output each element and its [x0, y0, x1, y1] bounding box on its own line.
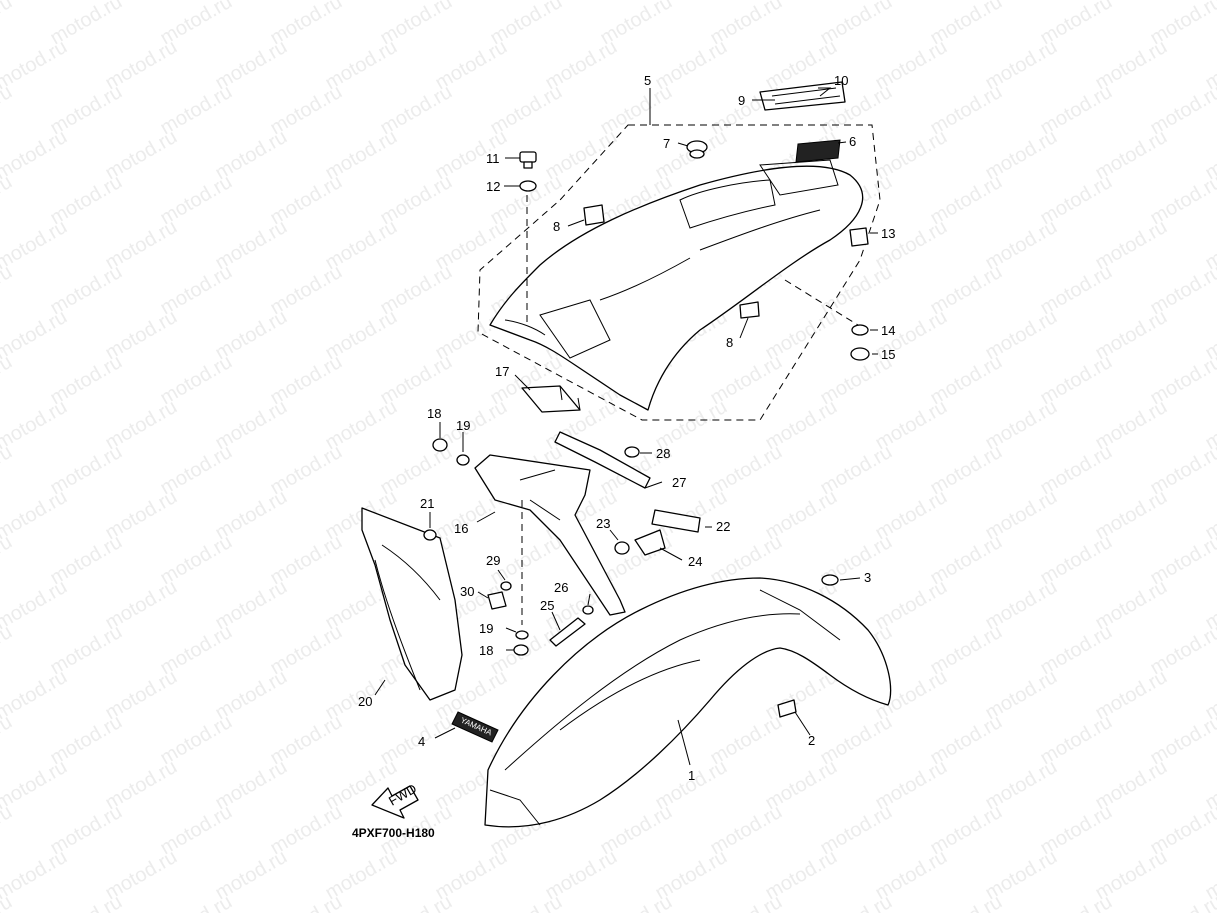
bolt-28: [624, 446, 640, 458]
watermark-text: motod.ru: [0, 396, 71, 455]
watermark-text: motod.ru: [0, 171, 16, 230]
watermark-text: motod.ru: [0, 126, 71, 185]
decal-8-right: [739, 301, 760, 319]
callout-3: 3: [864, 570, 871, 585]
bolt-21: [423, 529, 437, 541]
callout-23: 23: [596, 516, 610, 531]
callout-18-top: 18: [427, 406, 441, 421]
yamaha-decal-4: YAMAHA: [451, 711, 499, 743]
bolt-2: [777, 699, 797, 718]
watermark-text: motod.ru: [0, 0, 16, 49]
callout-4: 4: [418, 734, 425, 749]
callout-24: 24: [688, 554, 702, 569]
nut-3: [821, 574, 839, 586]
callout-8-left: 8: [553, 219, 560, 234]
watermark-text: motod.ru: [0, 486, 71, 545]
callout-27: 27: [672, 475, 686, 490]
callout-5: 5: [644, 73, 651, 88]
watermark-text: motod.ru: [0, 576, 71, 635]
callout-16: 16: [454, 521, 468, 536]
callout-17: 17: [495, 364, 509, 379]
callout-18-bottom: 18: [479, 643, 493, 658]
watermark-text: motod.ru: [817, 891, 896, 913]
watermark-text: motod.ru: [0, 621, 16, 680]
mud-flap-20: [361, 507, 463, 701]
bolt-18-top: [432, 438, 448, 452]
washer-19-top: [456, 454, 470, 466]
watermark-text: motod.ru: [157, 891, 236, 913]
watermark-text: motod.ru: [0, 81, 16, 140]
reflector-22: [651, 509, 701, 533]
decal-8-left: [583, 204, 605, 226]
nut-23: [614, 541, 630, 555]
watermark-text: motod.ru: [0, 36, 71, 95]
assembly-5-outline: [477, 124, 881, 421]
emblem-6: [795, 139, 841, 163]
watermark-text: motod.ru: [377, 891, 456, 913]
callout-20: 20: [358, 694, 372, 709]
watermark-text: motod.ru: [0, 441, 16, 500]
watermark-text: motod.ru: [487, 891, 566, 913]
callout-15: 15: [881, 347, 895, 362]
callout-7: 7: [663, 136, 670, 151]
leader-lines: [374, 87, 878, 766]
washer-19-bottom: [515, 630, 529, 640]
callout-14: 14: [881, 323, 895, 338]
washer-26: [582, 605, 594, 615]
bolt-18-bottom: [513, 644, 529, 656]
watermark-text: motod.ru: [0, 666, 71, 725]
callout-29: 29: [486, 553, 500, 568]
watermark-text: motod.ru: [0, 801, 16, 860]
callout-numbers: 1 2 3 4 5 6 7 8 8 9 10 11 12 13 14 15 16…: [358, 73, 895, 783]
watermark-text: motod.ru: [1037, 891, 1116, 913]
callout-25: 25: [540, 598, 554, 613]
callout-10: 10: [834, 73, 848, 88]
pad-17: [521, 385, 581, 413]
washer-12: [519, 180, 537, 192]
watermark-text: motod.ru: [0, 306, 71, 365]
watermark-text: motod.ru: [267, 891, 346, 913]
watermark-text: motod.ru: [47, 891, 126, 913]
watermark-text: motod.ru: [0, 216, 71, 275]
callout-6: 6: [849, 134, 856, 149]
watermark-text: motod.ru: [0, 351, 16, 410]
watermark-text: motod.ru: [707, 891, 786, 913]
callout-19-bottom: 19: [479, 621, 493, 636]
callout-22: 22: [716, 519, 730, 534]
callout-30: 30: [460, 584, 474, 599]
washer-15: [850, 347, 870, 361]
flap-bracket-16: [474, 454, 626, 616]
callout-28: 28: [656, 446, 670, 461]
watermark-text: motod.ru: [597, 891, 676, 913]
callout-21: 21: [420, 496, 434, 511]
callout-26: 26: [554, 580, 568, 595]
clip-13: [849, 227, 869, 247]
watermark-text: motod.ru: [0, 756, 71, 815]
seat-cowl-part: [489, 159, 864, 411]
callout-19-top: 19: [456, 418, 470, 433]
callout-9: 9: [738, 93, 745, 108]
bracket-24: [634, 529, 666, 556]
rivet-25: [549, 617, 586, 647]
callout-2: 2: [808, 733, 815, 748]
callout-11: 11: [486, 151, 500, 166]
callout-8-right: 8: [726, 335, 733, 350]
nut-14: [851, 324, 869, 336]
rear-fender-1: [484, 577, 892, 828]
callout-1: 1: [688, 768, 695, 783]
watermark-text: motod.ru: [0, 261, 16, 320]
watermark-text: motod.ru: [0, 846, 71, 905]
watermark-text: motod.ru: [927, 891, 1006, 913]
callout-13: 13: [881, 226, 895, 241]
diagram-code: 4PXF700-H180: [352, 826, 435, 840]
callout-12: 12: [486, 179, 500, 194]
bolt-11: [519, 151, 537, 169]
watermark-text: motod.ru: [0, 711, 16, 770]
watermark-text: motod.ru: [0, 531, 16, 590]
nut-30: [487, 591, 507, 610]
fwd-arrow-icon: FWD: [371, 781, 419, 819]
washer-29: [500, 581, 512, 591]
